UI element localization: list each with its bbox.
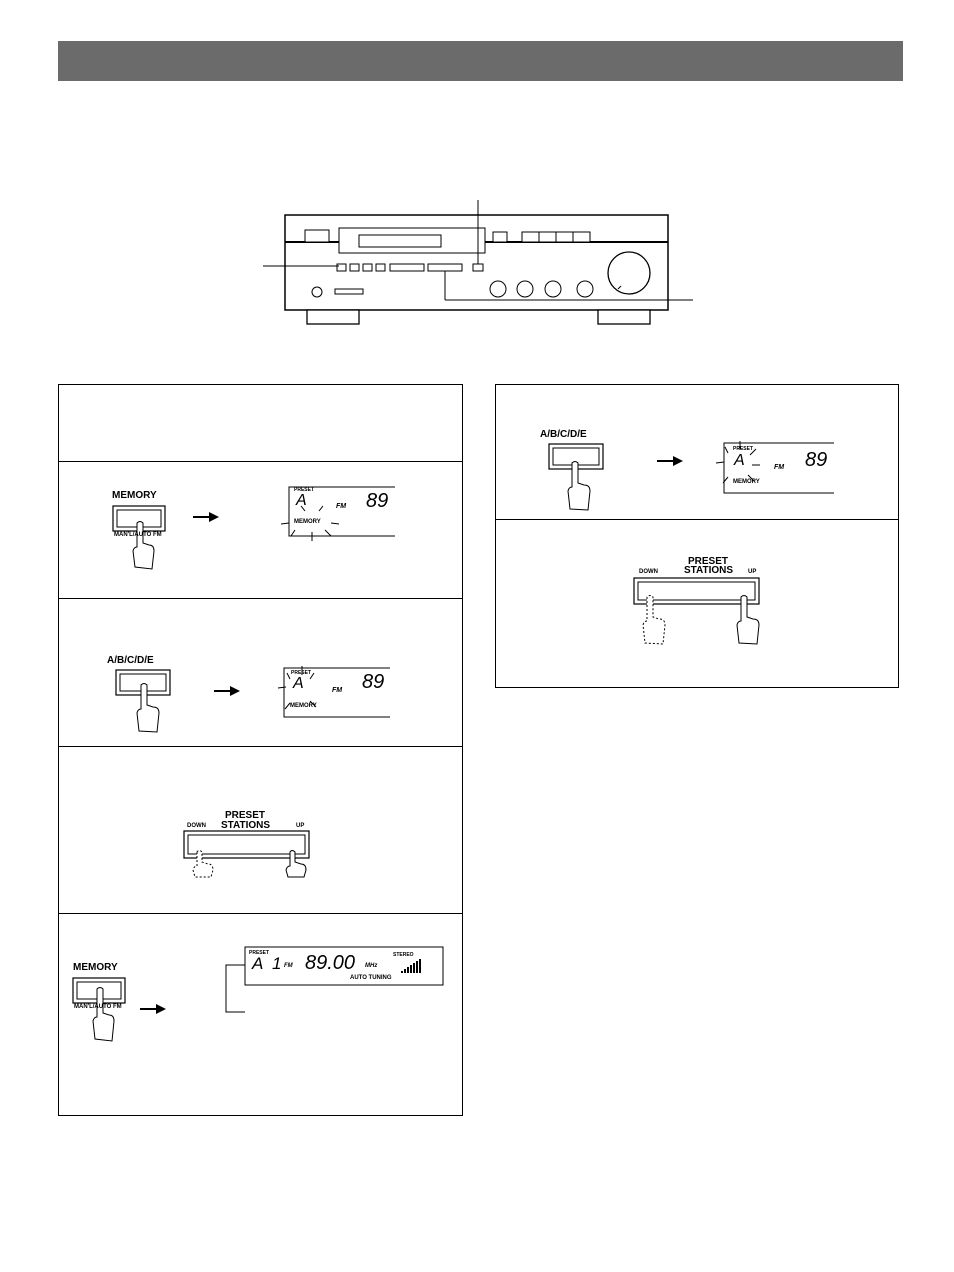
display-freq-partial: 89 [805,449,828,471]
arrow-right-icon [193,512,219,522]
display-fm: FM [284,963,293,969]
receiver-front-panel-illustration [263,200,693,325]
memory-sublabel: MAN'L/AUTO FM [114,532,162,538]
preset-stations-button-illustration [183,830,310,878]
memory-button-illustration [72,977,126,1042]
display-memory-label: MEMORY [733,479,760,485]
display-freq-partial: 89 [362,671,385,693]
display-letter-blinking [277,666,390,718]
memory-label: MEMORY [112,490,157,501]
stations-label: STATIONS [684,565,734,576]
display-memory-label: MEMORY [290,703,317,709]
display-freq-partial: 89 [366,490,389,512]
right-steps-panel [495,384,899,688]
display-final-frame [225,946,444,1013]
step-divider [496,519,898,520]
section-header-bar [58,41,903,81]
preset-stations-button-illustration [633,577,760,645]
display-letter: A [734,452,745,469]
display-stereo-label: STEREO [393,952,414,958]
display-letter-blinking [715,441,834,494]
abcde-label: A/B/C/D/E [107,655,154,666]
display-preset-label: PRESET [291,670,312,676]
memory-button-illustration [112,505,166,570]
down-label: DOWN [187,823,206,829]
display-preset-label: PRESET [249,950,270,956]
display-fm: FM [336,503,347,510]
abcde-button-illustration [115,669,171,733]
abcde-label: A/B/C/D/E [540,429,587,440]
arrow-right-icon [140,1004,166,1014]
arrow-right-icon [214,686,240,696]
step-divider [59,913,462,914]
stations-label: STATIONS [221,820,271,831]
step-divider [59,461,462,462]
arrow-right-icon [657,456,683,466]
display-preset-label: PRESET [733,446,754,452]
preset-label: PRESET [688,556,729,567]
display-preset-label: PRESET [294,487,315,493]
up-label: UP [296,823,305,829]
display-final-channel: 1 [272,954,282,973]
display-unit: MHz [365,963,378,969]
display-auto-tuning-label: AUTO TUNING [350,975,392,981]
display-final-letter: A [252,954,264,973]
step-divider [59,598,462,599]
display-final-frequency: 89.00 [305,952,356,974]
down-label: DOWN [639,569,658,575]
display-memory-label: MEMORY [294,519,321,525]
memory-sublabel: MAN'L/AUTO FM [74,1004,122,1010]
display-fm: FM [774,464,785,471]
abcde-button-illustration [548,443,604,511]
step-divider [59,746,462,747]
display-memory-blinking [280,486,395,541]
display-letter: A [296,492,307,509]
up-label: UP [748,569,757,575]
display-letter: A [293,675,304,692]
display-fm: FM [332,687,343,694]
preset-label: PRESET [225,810,266,821]
memory-label: MEMORY [73,962,118,973]
